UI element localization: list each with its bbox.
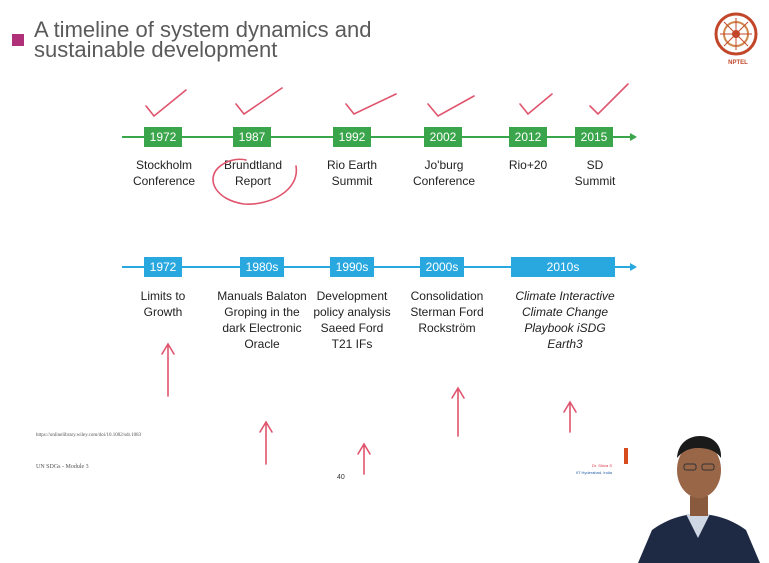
slide-title: A timeline of system dynamics and sustai… — [34, 17, 372, 62]
sysdyn-year-2010s: 2010s — [511, 257, 615, 277]
credit-name: Dr. Shiva S — [591, 463, 612, 468]
sd-year-2012: 2012 — [509, 127, 547, 147]
sd-event-label: Rio+20 — [508, 158, 548, 172]
sysdyn-event-label: Manuals Balaton Groping in the dark Elec… — [217, 289, 307, 351]
nptel-logo-icon — [714, 12, 758, 56]
sd-year-2002: 2002 — [424, 127, 462, 147]
up-arrow-icon — [161, 342, 175, 397]
checkmark-icon — [345, 93, 397, 115]
logo-text: NPTEL — [728, 60, 748, 66]
sd-year-1992: 1992 — [333, 127, 371, 147]
sysdyn-event-label: Consolidation Sterman Ford Rockström — [410, 289, 484, 335]
sysdyn-timeline-arrow-icon — [630, 263, 637, 271]
checkmark-icon — [519, 93, 553, 116]
footer-module: UN SDGs - Module 3 — [36, 464, 89, 470]
sd-event-label: SD Summit — [574, 158, 616, 188]
checkmark-icon — [427, 95, 475, 118]
sysdyn-event-label: Development policy analysis Saeed Ford T… — [313, 289, 391, 351]
sysdyn-year-1990s: 1990s — [330, 257, 374, 277]
title-bullet — [12, 34, 24, 46]
sysdyn-year-1980s: 1980s — [240, 257, 284, 277]
sysdyn-event-label: Climate Interactive Climate Change Playb… — [515, 289, 615, 351]
up-arrow-icon — [451, 386, 465, 437]
sysdyn-timeline-line — [122, 266, 630, 268]
sysdyn-year-1972: 1972 — [144, 257, 182, 277]
up-arrow-icon — [563, 400, 577, 433]
presenter-figure — [628, 418, 769, 563]
credit-affiliation: IIT Hyderabad, India — [575, 470, 612, 475]
sd-event-label: Brundtland Report — [223, 158, 283, 188]
presenter-video — [628, 418, 769, 563]
checkmark-icon — [589, 83, 629, 116]
checkmark-icon — [145, 89, 187, 118]
sd-timeline-line — [122, 136, 630, 138]
sysdyn-year-2000s: 2000s — [420, 257, 464, 277]
sd-timeline-arrow-icon — [630, 133, 637, 141]
sd-event-label: Rio Earth Summit — [326, 158, 378, 188]
checkmark-icon — [235, 87, 283, 116]
up-arrow-icon — [259, 420, 273, 465]
sd-year-2015: 2015 — [575, 127, 613, 147]
sd-year-1987: 1987 — [233, 127, 271, 147]
reference-url[interactable]: https://onlinelibrary.wiley.com/doi/10.1… — [36, 433, 142, 438]
sysdyn-event-label: Limits to Growth — [140, 289, 186, 319]
page-number: 40 — [337, 474, 345, 481]
sd-event-label: Stockholm Conference — [132, 158, 196, 188]
sd-year-1972: 1972 — [144, 127, 182, 147]
up-arrow-icon — [357, 442, 371, 475]
sd-event-label: Jo'burg Conference — [412, 158, 476, 188]
